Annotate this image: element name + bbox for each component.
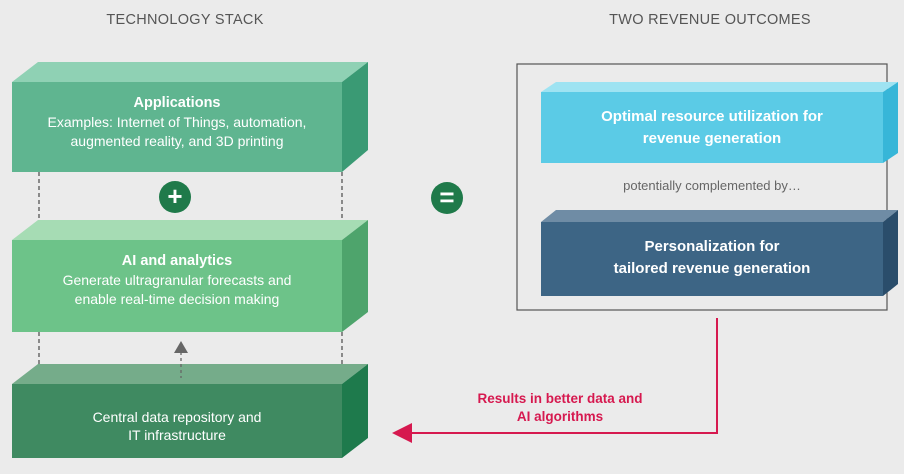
outcome-second-line2: tailored revenue generation — [613, 259, 811, 277]
outcomes-frame — [516, 63, 888, 311]
technology-stack-heading: TECHNOLOGY STACK — [106, 12, 264, 28]
equals-icon: = — [431, 182, 463, 214]
data-repository-block — [12, 364, 368, 458]
ai-analytics-text: AI and analytics Generate ultragranular … — [12, 252, 342, 308]
outcome-personalization-block — [541, 210, 898, 296]
revenue-outcomes-heading: TWO REVENUE OUTCOMES — [609, 12, 811, 28]
feedback-line2: AI algorithms — [516, 408, 604, 424]
data-repository-line1: Central data repository and — [92, 409, 262, 425]
feedback-label: Results in better data and AI algorithms — [430, 390, 690, 425]
outcome-second-line1: Personalization for — [644, 238, 780, 255]
ai-analytics-title: AI and analytics — [121, 253, 233, 269]
applications-subtitle-line1: Examples: Internet of Things, automation… — [47, 114, 307, 131]
applications-title: Applications — [133, 95, 221, 111]
complemented-by-note: potentially complemented by… — [623, 178, 801, 193]
outcome-first-line1: Optimal resource utilization for — [601, 108, 823, 125]
data-repository-line2: IT infrastructure — [128, 427, 226, 444]
feedback-line1: Results in better data and — [477, 391, 643, 406]
ai-analytics-subtitle-line1: Generate ultragranular forecasts and — [62, 272, 292, 289]
plus-icon: + — [159, 181, 191, 213]
ai-analytics-block — [12, 220, 368, 332]
outcome-first-line2: revenue generation — [642, 129, 782, 147]
applications-subtitle-line2: augmented reality, and 3D printing — [70, 132, 284, 149]
applications-text: Applications Examples: Internet of Thing… — [12, 94, 342, 150]
outcome-resource-utilization-block — [541, 82, 898, 163]
upward-dashed-arrow — [174, 341, 188, 378]
applications-block — [12, 62, 368, 172]
ai-analytics-subtitle-line2: enable real-time decision making — [74, 290, 280, 307]
outcome-personalization-text: Personalization for tailored revenue gen… — [541, 236, 883, 280]
outcome-resource-utilization-text: Optimal resource utilization for revenue… — [541, 106, 883, 150]
feedback-arrow — [392, 318, 718, 443]
data-repository-text: Central data repository and IT infrastru… — [12, 408, 342, 445]
